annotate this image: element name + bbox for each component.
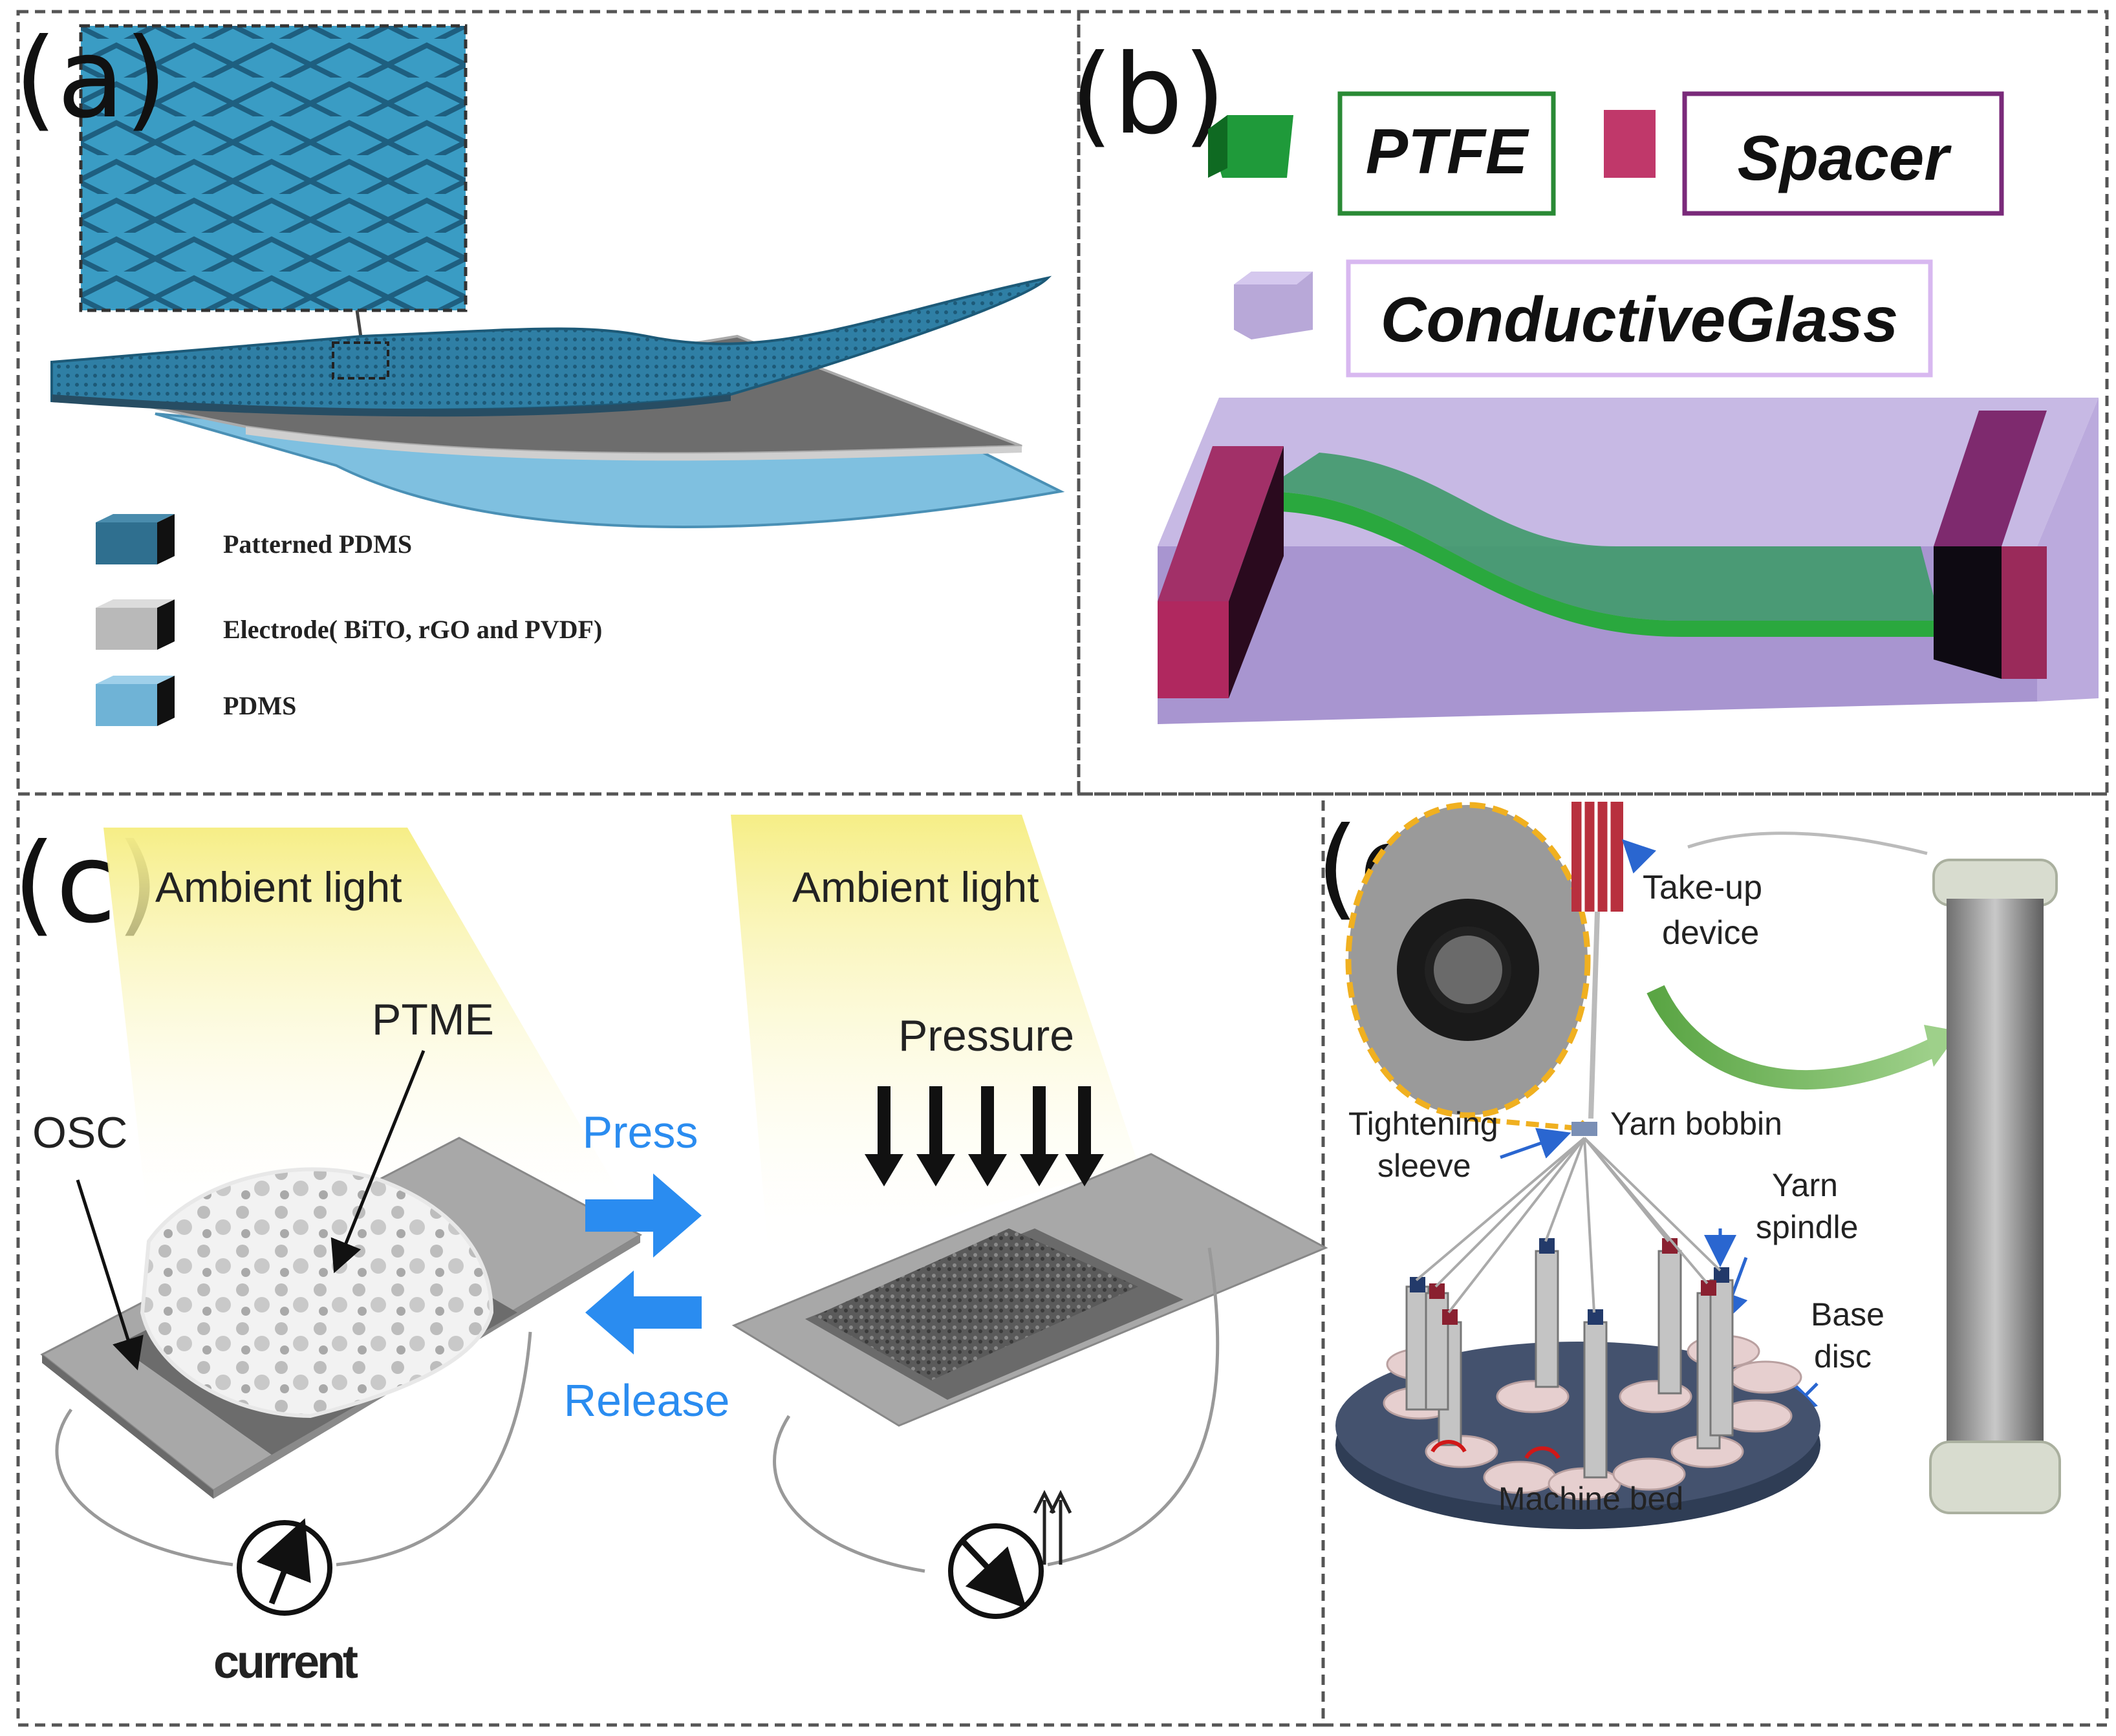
legend-label-spacer: Spacer — [1738, 122, 1952, 193]
inset-pattern-zoom — [79, 24, 468, 312]
legend-label-patterned-pdms: Patterned PDMS — [223, 530, 412, 559]
yarn-spindle-label-line2: spindle — [1756, 1209, 1858, 1245]
tightening-sleeve — [1571, 1122, 1597, 1136]
spacer-right — [1934, 411, 2047, 679]
circuit-wire-right — [773, 1247, 1220, 1573]
osc-label: OSC — [32, 1108, 127, 1157]
press-release-arrows: Press Release — [564, 1107, 730, 1426]
current-label: current — [213, 1636, 358, 1688]
machine-bed-label: Machine bed — [1498, 1481, 1683, 1517]
panel-d: (d) Take-up device Tightening sleeve Yar… — [1316, 802, 2061, 1529]
take-up-device — [1571, 802, 1656, 1119]
legend-label-ptfe: PTFE — [1366, 116, 1529, 187]
tightening-sleeve-label-line2: sleeve — [1377, 1148, 1471, 1184]
take-up-label-line1: Take-up — [1643, 869, 1762, 906]
press-arrow — [585, 1173, 702, 1258]
legend-label-pdms: PDMS — [223, 691, 296, 720]
press-label: Press — [583, 1107, 698, 1157]
panel-a-legend: Patterned PDMS Electrode( BiTO, rGO and … — [96, 514, 602, 726]
yarn-spindle-label-line1: Yarn — [1772, 1167, 1838, 1203]
yarn-bobbin-label: Yarn bobbin — [1610, 1106, 1782, 1142]
ammeter-right — [948, 1523, 1044, 1619]
conductive-glass-device — [1158, 398, 2099, 724]
release-label: Release — [564, 1375, 730, 1426]
panel-c: (c) Ambient light Ambient light current … — [13, 815, 1328, 1688]
ptme-compressed — [815, 1228, 1138, 1380]
legend-label-electrode: Electrode( BiTO, rGO and PVDF) — [223, 615, 602, 644]
base-disc-label-line2: disc — [1814, 1338, 1872, 1375]
spacer-left — [1158, 446, 1284, 698]
device-pressed: Pressure — [731, 1011, 1328, 1619]
legend-item-spacer: Spacer — [1604, 91, 2004, 216]
device-released: current PTME OSC — [32, 995, 643, 1688]
tightening-sleeve-label-line1: Tightening — [1348, 1106, 1498, 1142]
panel-label-a: (a) — [14, 15, 167, 143]
legend-label-conductive-glass: ConductiveGlass — [1381, 284, 1899, 355]
ptme-foam — [140, 1167, 494, 1419]
panel-b: (b) PTFE Spacer ConductiveGlass — [1070, 31, 2099, 724]
legend-item-ptfe: PTFE — [1208, 91, 1556, 216]
circuit-wire-left — [55, 1331, 532, 1567]
increase-indicator — [1033, 1490, 1072, 1565]
process-arc-arrow — [1646, 985, 1938, 1089]
ptfe-film — [1261, 453, 1940, 621]
legend-item-conductive-glass: ConductiveGlass — [1234, 259, 1933, 378]
pressure-label: Pressure — [898, 1011, 1074, 1060]
legend-item-pdms: PDMS — [96, 676, 296, 726]
ambient-light-beam-left — [103, 828, 640, 1228]
legend-item-patterned-pdms: Patterned PDMS — [96, 514, 412, 564]
yarn-spool — [1929, 859, 2061, 1514]
ptme-label: PTME — [372, 995, 494, 1044]
pressure-arrows — [865, 1086, 1104, 1186]
braiding-machine: Machine bed — [1335, 1137, 1820, 1529]
panel-d-frame — [1321, 792, 2109, 1727]
zoom-region-marker — [332, 341, 389, 380]
take-up-label-line2: device — [1662, 914, 1759, 952]
legend-item-electrode: Electrode( BiTO, rGO and PVDF) — [96, 599, 602, 650]
panel-a: Patterned PDMS Electrode( BiTO, rGO and … — [14, 15, 1065, 726]
release-arrow — [585, 1270, 702, 1355]
base-disc-label-line1: Base — [1811, 1296, 1884, 1333]
panel-label-b: (b) — [1070, 31, 1226, 159]
ambient-light-label-left: Ambient light — [155, 863, 402, 911]
ambient-light-label-right: Ambient light — [792, 863, 1039, 911]
